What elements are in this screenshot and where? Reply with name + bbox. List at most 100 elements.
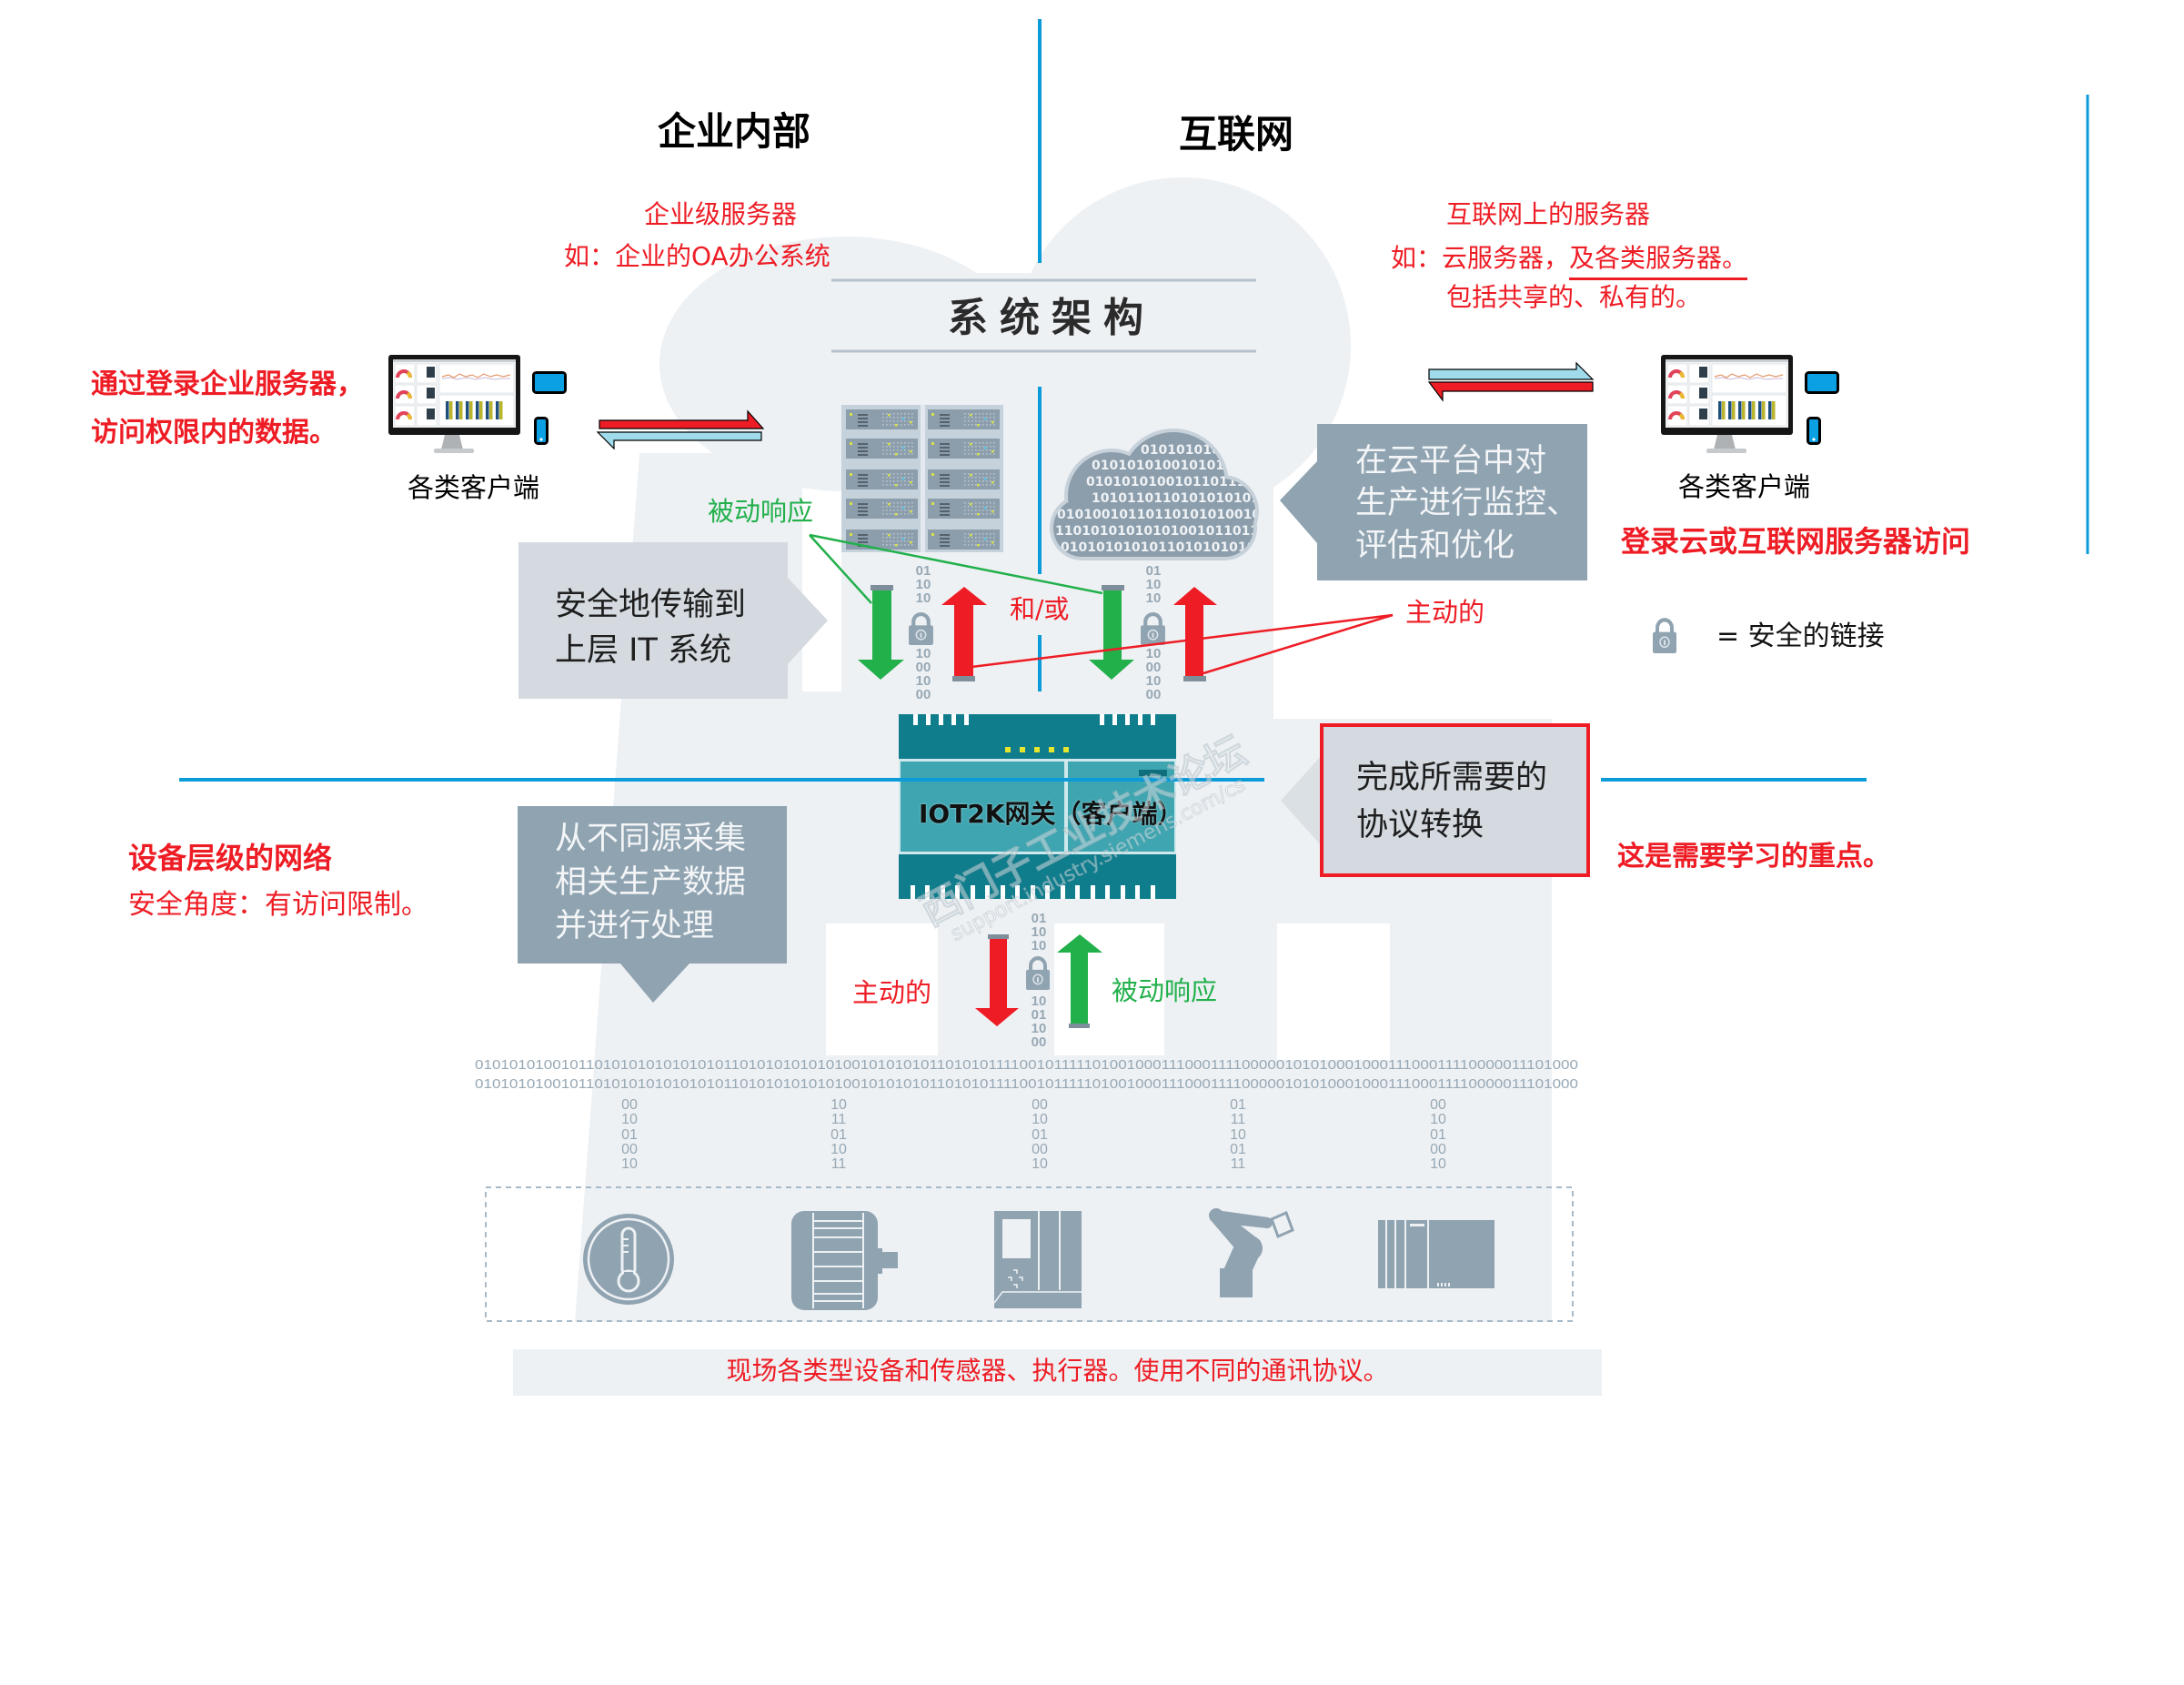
enterprise-server-example: 如：企业的OA办公系统 — [564, 241, 830, 271]
bit-pair: 10 — [1145, 577, 1162, 592]
link-bits-upper-right-above: 01 10 10 — [1140, 564, 1167, 605]
bit-pair: 10 — [1032, 1156, 1048, 1173]
callout-data-collection-box — [518, 806, 787, 1003]
callout-cloud-platform-box — [1280, 424, 1587, 580]
lower-link-field — [975, 934, 1102, 1028]
callout-secure-transfer-line2: 上层 IT 系统 — [555, 632, 731, 669]
bit-pair: 11 — [1230, 1156, 1246, 1173]
bit-pair: 10 — [621, 1112, 638, 1128]
arrow-right-red — [599, 409, 765, 429]
bit-pair: 10 — [1145, 646, 1162, 661]
server-rack-icon — [841, 405, 1003, 552]
arrow-left-lightblue — [596, 431, 762, 450]
arrow-left-red — [1427, 381, 1594, 402]
zone-dividers — [1038, 19, 2089, 691]
bit-pair: 10 — [830, 1097, 847, 1113]
bit-pair: 10 — [621, 1156, 638, 1173]
zone-title-enterprise: 企业内部 — [658, 109, 811, 154]
bit-pair: 00 — [621, 1141, 638, 1157]
arrow-up-red — [941, 587, 987, 676]
bit-pair: 01 — [1031, 911, 1047, 926]
bit-pair: 11 — [1230, 1112, 1246, 1128]
arrow-up-red — [1173, 587, 1217, 676]
arrow-down-green — [858, 590, 904, 680]
binary-data-stream: 0101010100101101010101010101011010101010… — [475, 1057, 1578, 1092]
bit-pair: 01 — [1032, 1126, 1048, 1143]
passive-response-label-lower: 被动响应 — [1112, 975, 1218, 1006]
bit-pair: 11 — [830, 1112, 847, 1128]
cloud-binary-row: 1101010101010100101101101010 — [1055, 524, 1303, 539]
bit-pair: 10 — [830, 1141, 847, 1157]
enterprise-clients-label: 各类客户端 — [408, 472, 540, 503]
link-bits-lower-below: 10 01 10 00 — [1025, 994, 1052, 1049]
active-label-lower: 主动的 — [852, 977, 932, 1008]
bit-pair: 10 — [1145, 673, 1162, 689]
bit-pair: 10 — [1430, 1112, 1446, 1128]
zone-title-internet: 互联网 — [1179, 112, 1294, 156]
bit-pair: 10 — [915, 673, 931, 689]
bit-pair: 00 — [1145, 660, 1162, 675]
bit-pair: 00 — [915, 660, 931, 675]
internet-client-devices — [1659, 353, 1840, 455]
bit-pair: 10 — [1430, 1156, 1446, 1173]
field-devices-caption-bar — [513, 1349, 1602, 1396]
iot2k-gateway-icon — [899, 714, 1176, 899]
callout-cloud-platform-line3: 评估和优化 — [1355, 528, 1515, 564]
bit-pair: 00 — [1430, 1097, 1446, 1113]
callout-protocol-line1: 完成所需要的 — [1356, 760, 1548, 796]
callout-data-collection-line2: 相关生产数据 — [555, 864, 747, 901]
internet-clients-label: 各类客户端 — [1678, 471, 1811, 502]
gateway-vents-bottom — [911, 885, 1155, 899]
binary-drop-column: 00 10 01 00 10 — [616, 1097, 643, 1173]
device-network-title: 设备层级的网络 — [128, 841, 333, 875]
binary-drop-column: 10 11 01 10 11 — [825, 1097, 852, 1173]
bit-pair: 00 — [915, 687, 931, 702]
callout-protocol-pointer — [1281, 755, 1322, 846]
binary-drop-column: 01 11 10 01 11 — [1224, 1097, 1252, 1173]
bit-pair: 01 — [1230, 1141, 1246, 1157]
robot-arm-icon — [1209, 1208, 1294, 1297]
cloud-binary-row: 0101001011011010101001010101 — [1057, 508, 1305, 522]
bit-pair: 10 — [1031, 924, 1047, 940]
arrow-up-green — [1057, 934, 1102, 1024]
bit-pair: 01 — [621, 1126, 638, 1143]
arrow-down-red — [975, 939, 1019, 1026]
internet-server-example-underlined: 及各类服务器。 — [1569, 243, 1748, 280]
cloud-binary-row: 1010110110101010101010101010 — [1092, 491, 1340, 506]
focus-note: 这是需要学习的重点。 — [1617, 841, 1890, 873]
and-or-label: 和/或 — [1010, 594, 1070, 624]
passive-connector-lines — [809, 533, 1103, 604]
bit-pair: 01 — [1230, 1097, 1246, 1113]
arrow-right-lightblue — [1428, 361, 1595, 380]
bit-pair: 10 — [1145, 590, 1162, 606]
enterprise-client-devices — [387, 353, 568, 455]
bit-pair: 00 — [1430, 1141, 1446, 1157]
bit-pair: 10 — [1032, 1112, 1048, 1128]
internet-access-note: 登录云或互联网服务器访问 — [1621, 524, 1971, 559]
binary-stream-row: 0101010100101101010101010101011010101010… — [475, 1057, 1578, 1073]
device-network-security-note: 安全角度：有访问限制。 — [128, 889, 428, 921]
enterprise-access-note-line2: 访问权限内的数据。 — [91, 417, 337, 449]
bit-pair: 01 — [830, 1126, 847, 1143]
architecture-title: 系统架构 — [948, 295, 1155, 341]
gateway-vents-top — [913, 714, 1155, 725]
link-bits-upper-left-below: 10 00 10 00 — [910, 647, 937, 701]
internet-server-scope: 包括共享的、私有的。 — [1446, 282, 1702, 312]
bit-pair: 10 — [1230, 1126, 1246, 1143]
link-bits-upper-left-above: 01 10 10 — [910, 564, 937, 605]
passive-response-label-upper: 被动响应 — [708, 496, 814, 527]
bit-pair: 00 — [621, 1097, 638, 1113]
upper-link-enterprise — [858, 585, 987, 681]
callout-data-collection-line1: 从不同源采集 — [555, 821, 747, 857]
arrow-down-green — [1089, 590, 1134, 680]
callout-protocol-box — [1320, 723, 1590, 877]
active-connector-lines — [971, 613, 1394, 675]
bit-pair: 10 — [1031, 1021, 1047, 1036]
bit-pair: 10 — [915, 646, 931, 661]
bit-pair: 11 — [830, 1156, 847, 1173]
callout-secure-transfer-box — [518, 542, 828, 699]
enterprise-server-title: 企业级服务器 — [644, 199, 798, 229]
callout-protocol-line2: 协议转换 — [1356, 807, 1485, 843]
monitor-icon — [1659, 353, 1840, 455]
